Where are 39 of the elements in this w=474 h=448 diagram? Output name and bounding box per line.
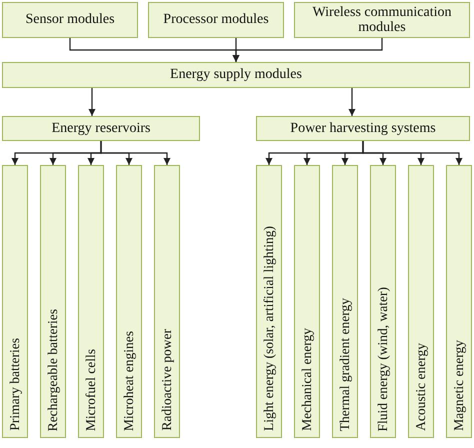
module-box — [148, 2, 284, 38]
category-box — [332, 165, 358, 438]
arrow — [362, 141, 462, 165]
box-label: Radioactive power — [160, 329, 174, 431]
category-box — [116, 165, 142, 438]
box-label: Processor modules — [163, 12, 269, 28]
category-box — [2, 165, 28, 438]
category-box — [370, 165, 396, 438]
box-label: Acoustic energy — [414, 343, 428, 431]
box-label: Microfuel cells — [84, 348, 98, 431]
box-label: Mechanical energy — [300, 328, 314, 431]
module-box — [2, 2, 138, 38]
module-box — [256, 116, 470, 141]
module-box — [2, 62, 470, 88]
box-label: Light energy (solar, artificial lighting) — [262, 226, 276, 431]
category-box — [408, 165, 434, 438]
module-box — [294, 2, 470, 38]
module-box — [2, 116, 200, 141]
box-label: Wireless communication modules — [311, 4, 452, 36]
box-label: Energy reservoirs — [52, 120, 150, 136]
arrow — [348, 88, 356, 116]
box-label: Magnetic energy — [452, 340, 466, 431]
category-box — [40, 165, 66, 438]
arrow — [100, 141, 170, 165]
box-label: Sensor modules — [25, 12, 115, 28]
category-box — [294, 165, 320, 438]
category-box — [78, 165, 104, 438]
box-label: Microheat engines — [122, 330, 136, 431]
arrow — [88, 88, 96, 116]
box-label: Thermal gradient energy — [338, 298, 352, 431]
category-box — [154, 165, 180, 438]
category-box — [446, 165, 472, 438]
box-label: Energy supply modules — [170, 67, 302, 83]
box-label: Power harvesting systems — [290, 120, 436, 136]
box-label: Primary batteries — [8, 338, 22, 431]
arrow — [232, 38, 383, 62]
category-box — [256, 165, 282, 438]
box-label: Rechargeable batteries — [46, 308, 60, 431]
box-label: Fluid energy (wind, water) — [376, 286, 390, 431]
